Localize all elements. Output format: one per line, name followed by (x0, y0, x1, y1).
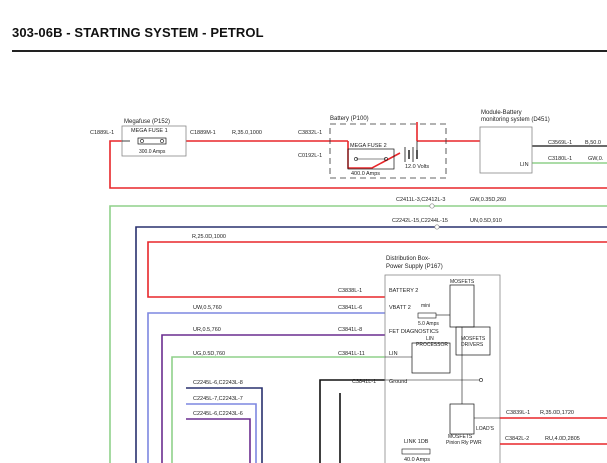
megafuse-title: Megafuse (P152) (124, 119, 170, 125)
dist-title-1: Distribution Box- (386, 256, 430, 262)
blue-uw-wire (147, 312, 385, 463)
dist-pinion: Pinion Rly PWR (446, 440, 482, 446)
megafuse-wire: R,35.0,1000 (232, 130, 262, 136)
splice-gw (429, 203, 435, 209)
gw-wire: GW,0.35D,260 (470, 197, 506, 203)
out1-conn: C3839L-1 (506, 410, 530, 416)
un-conn: C2242L-15,C2244L-15 (392, 218, 448, 224)
dist-fet-conn: C3841L-8 (338, 327, 362, 333)
out2-wire: RU,4.0D,2805 (545, 436, 580, 442)
battery-conn-bottom: C0192L-1 (298, 153, 322, 159)
dist-ground: Ground (389, 379, 407, 385)
dist-mosfets-bottom: MOSFETS (448, 434, 473, 440)
bms-title-1: Module-Battery (481, 110, 522, 116)
bms-conn2: C3180L-1 (548, 156, 572, 162)
c1-conn: C2245L-6,C2243L-8 (193, 380, 243, 386)
dist-lin: LIN (389, 351, 398, 357)
dist-lin-proc-2: PROCESSOR (416, 342, 448, 348)
dist-mini: mini (421, 303, 430, 309)
dist-vbatt2-conn: C3841L-6 (338, 305, 362, 311)
dist-mosfets-top: MOSFETS (450, 279, 475, 285)
battery-box (329, 123, 447, 179)
bms-title-2: monitoring system (D451) (481, 117, 550, 123)
dist-lin-proc-1: LIN (426, 336, 434, 342)
dist-title-2: Power Supply (P167) (386, 264, 443, 270)
megafuse-label: MEGA FUSE 1 (131, 128, 168, 134)
short-wires (186, 387, 263, 463)
page-title: 303-06B - STARTING SYSTEM - PETROL (12, 25, 264, 40)
dist-vbatt2: VBATT 2 (389, 305, 411, 311)
c3-conn: C2245L-6,C2243L-6 (193, 411, 243, 417)
bms-wire1: B,50.0 (585, 140, 601, 146)
green-ug-wire (171, 356, 385, 463)
dist-drivers-2: DRIVERS (461, 342, 484, 348)
battery-fuse-rating: 400.0 Amps (351, 171, 380, 177)
ug-wire: UG,0.5D,760 (193, 351, 225, 357)
navy-un-wire (135, 226, 607, 463)
c2-conn: C2245L-7,C2243L-7 (193, 396, 243, 402)
distribution-box (384, 274, 501, 463)
dist-drivers-1: MOSFETS (461, 336, 486, 342)
bms-pin-lin: LIN (520, 162, 529, 168)
dist-lin-conn: C3841L-11 (338, 351, 365, 357)
black-ground-wires (319, 379, 385, 463)
bms-wire2: GW,0. (588, 156, 604, 162)
megafuse-box (121, 125, 187, 157)
red-r25-wire (147, 241, 607, 298)
splice-un (434, 224, 440, 230)
battery-conn-top: C3832L-1 (298, 130, 322, 136)
purple-ur-wire (161, 334, 385, 463)
dist-link-amps: 40.0 Amps (404, 457, 430, 463)
un-wire: UN,0.5D,910 (470, 218, 502, 224)
out1-wire: R,35.0D,1720 (540, 410, 574, 416)
dist-link-label: LINK 1DB (404, 439, 429, 445)
title-rule (12, 50, 607, 52)
megafuse-conn-right: C1889M-1 (190, 130, 216, 136)
uw-wire: UW,0.5,760 (193, 305, 222, 311)
ur-wire: UR,0.5,760 (193, 327, 221, 333)
battery-title: Battery (P100) (330, 116, 369, 122)
red-feed-wire (109, 122, 607, 189)
battery-volts: 12.0 Volts (405, 164, 429, 170)
dist-outputs (500, 417, 607, 445)
bms-conn1: C3569L-1 (548, 140, 572, 146)
dist-ground-conn: C3841L-1 (352, 379, 376, 385)
green-lin-wire (109, 205, 607, 463)
battery-fuse-label: MEGA FUSE 2 (350, 143, 387, 149)
megafuse-rating: 300.0 Amps (139, 149, 166, 155)
dist-amps5: 5.0 Amps (418, 321, 439, 327)
gw-conn: C2411L-3,C2412L-3 (396, 197, 445, 203)
dist-battery2: BATTERY 2 (389, 288, 418, 294)
dist-fet: FET DIAGNOSTICS (389, 329, 439, 335)
dist-battery2-conn: C3838L-1 (338, 288, 362, 294)
bms-module-box (479, 126, 533, 174)
megafuse-conn-left: C1889L-1 (90, 130, 114, 136)
out2-conn: C3842L-2 (505, 436, 529, 442)
dist-loads: LOAD'S (476, 426, 495, 432)
r25-wire: R,25.0D,1000 (192, 234, 226, 240)
